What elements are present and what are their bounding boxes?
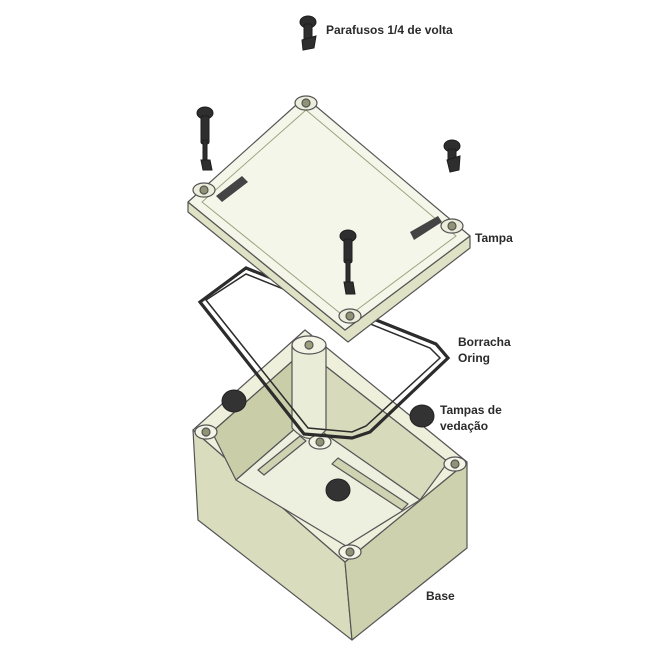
label-lid: Tampa: [475, 231, 513, 245]
label-plugs-line2: vedação: [440, 419, 488, 433]
sealing-plugs: [221, 389, 435, 502]
label-base: Base: [426, 589, 455, 603]
lid: [187, 95, 471, 343]
screw-left: [196, 106, 214, 171]
label-screws: Parafusos 1/4 de volta: [326, 23, 453, 37]
plug-floor: [325, 478, 351, 502]
label-gasket-line1: Borracha: [458, 335, 511, 349]
screw-front: [339, 229, 357, 295]
lid-top: [187, 96, 471, 331]
screw-top-label: [299, 15, 317, 51]
base-corner-bosses: [194, 424, 467, 560]
plug-right: [409, 404, 435, 428]
lid-logos: [216, 176, 442, 240]
label-plugs-line1: Tampas de: [440, 403, 502, 417]
label-gasket-line2: Oring: [458, 351, 490, 365]
plug-left: [221, 389, 247, 413]
quarter-turn-screws: [196, 15, 461, 295]
screw-right: [443, 139, 461, 173]
